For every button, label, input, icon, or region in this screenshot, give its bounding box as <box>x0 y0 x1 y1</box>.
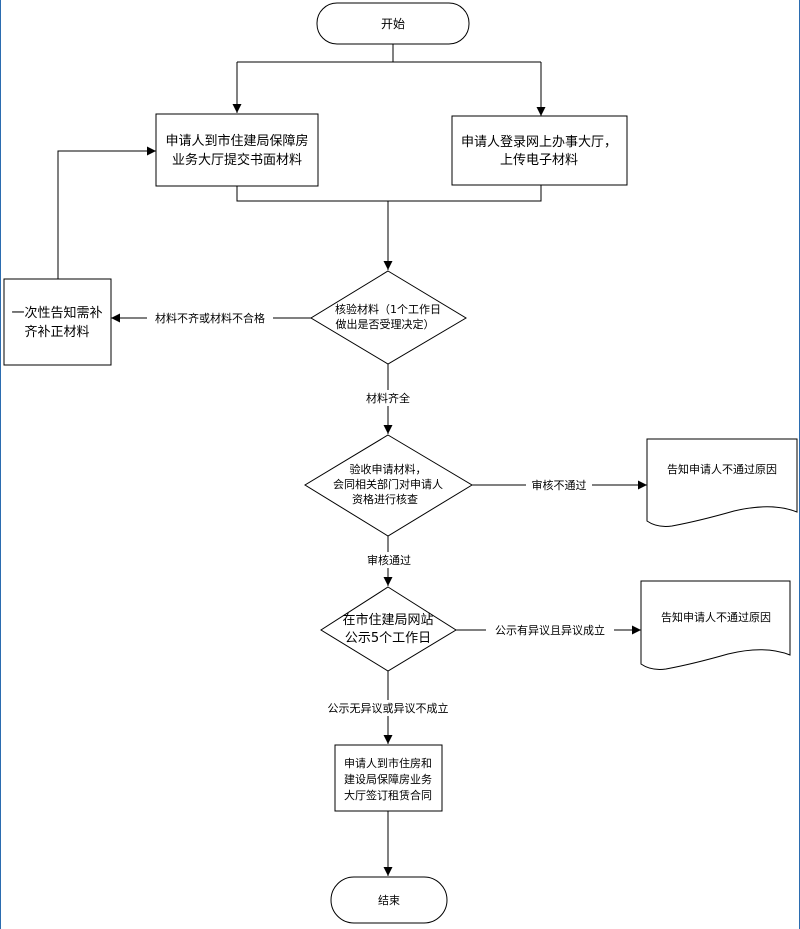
edge-merge-bar <box>236 185 542 202</box>
edge-labels: 材料不齐或材料不合格 材料齐全 审核不通过 审核通过 公示有异议且异议成立 公示… <box>147 310 614 716</box>
label-complete: 材料齐全 <box>366 391 410 405</box>
upload-online-line-1: 申请人登录网上办事大厅， <box>461 135 617 150</box>
node-notify-supplement: 一次性告知需补 齐补正材料 <box>3 278 112 366</box>
upload-online-line-2: 上传电子材料 <box>500 153 578 168</box>
sign-line-2: 建设局保障房业务 <box>344 772 432 786</box>
publicize-line-2: 公示5个工作日 <box>345 631 431 646</box>
node-verify: 核验材料（1个工作日 做出是否受理决定） <box>310 270 467 365</box>
label-objection: 公示有异议且异议成立 <box>495 623 605 637</box>
submit-paper-line-1: 申请人到市住建局保障房 <box>165 133 308 149</box>
review-line-1: 验收申请材料， <box>350 462 427 476</box>
edge-loop-back <box>57 146 156 279</box>
review-line-3: 资格进行核查 <box>352 492 418 506</box>
reject-1-label: 告知申请人不通过原因 <box>667 462 777 476</box>
end-label: 结束 <box>378 894 400 907</box>
label-incomplete: 材料不齐或材料不合格 <box>155 311 265 325</box>
node-upload-online: 申请人登录网上办事大厅， 上传电子材料 <box>451 115 628 186</box>
review-line-2: 会同相关部门对申请人 <box>333 477 443 491</box>
node-reject-1: 告知申请人不通过原因 <box>646 438 798 527</box>
node-end: 结束 <box>330 876 448 924</box>
notify-supplement-line-2: 齐补正材料 <box>24 324 89 340</box>
node-publicize: 在市住建局网站 公示5个工作日 <box>320 586 457 672</box>
verify-line-1: 核验材料（1个工作日 <box>335 302 441 316</box>
label-no-objection: 公示无异议或异议不成立 <box>328 701 449 715</box>
node-reject-2: 告知申请人不通过原因 <box>640 580 791 670</box>
label-review-fail: 审核不通过 <box>532 478 587 492</box>
reject-2-label: 告知申请人不通过原因 <box>661 610 771 624</box>
node-sign: 申请人到市住房和 建设局保障房业务 大厅签订租赁合同 <box>334 744 443 812</box>
node-review: 验收申请材料， 会同相关部门对申请人 资格进行核查 <box>304 434 473 537</box>
notify-supplement-line-1: 一次性告知需补 <box>11 305 102 321</box>
verify-line-2: 做出是否受理决定） <box>336 317 435 331</box>
node-submit-paper: 申请人到市住建局保障房 业务大厅提交书面材料 <box>155 113 319 187</box>
label-review-pass: 审核通过 <box>367 553 411 567</box>
start-label: 开始 <box>381 17 405 31</box>
node-start: 开始 <box>316 2 470 45</box>
sign-line-1: 申请人到市住房和 <box>344 756 432 770</box>
publicize-line-1: 在市住建局网站 <box>342 612 433 628</box>
submit-paper-line-2: 业务大厅提交书面材料 <box>172 152 302 168</box>
sign-line-3: 大厅签订租赁合同 <box>344 788 432 802</box>
